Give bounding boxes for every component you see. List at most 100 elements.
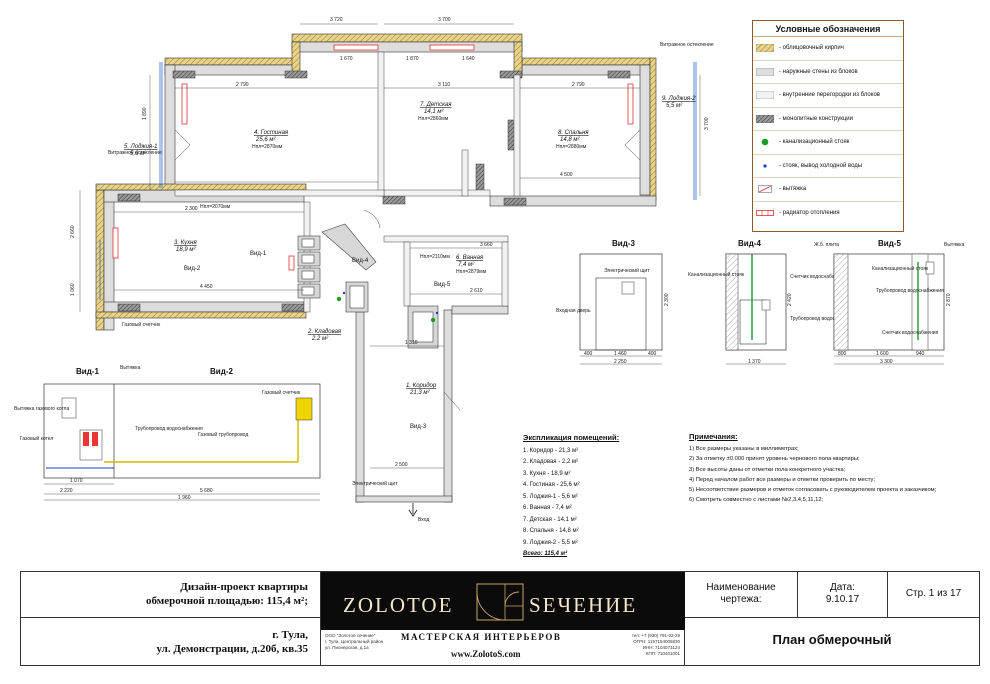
org-line: г. Тула, Центральный район — [325, 639, 384, 644]
note-row: 3) Все высоты даны от отметки пола конкр… — [689, 466, 846, 473]
v12-label-gas-meter: Газовый счетчик — [262, 389, 301, 396]
view-5-title: Вид-5 — [878, 239, 901, 248]
height-note-kitchen: Hпл=2070мм — [200, 204, 231, 210]
dim-top-5: 1 640 — [462, 56, 475, 62]
legend-label: - канализационный стояк — [779, 139, 850, 146]
v12-label-gas-pipe: Газовый трубопровод — [198, 431, 248, 438]
golden-ratio-icon — [476, 583, 524, 621]
v5-dim-2: 1 600 — [876, 351, 889, 357]
room-3-area: 18,9 м² — [176, 247, 196, 253]
v12-label-water-pipe: Трубопровод водоснабжения — [135, 426, 203, 432]
view-5-mark: Вид-5 — [434, 282, 451, 288]
explication-row: 5. Лоджия-1 - 5,6 м² — [523, 493, 578, 500]
room-7-height: Hпл=2860мм — [418, 116, 449, 122]
v12-dim-3: 5 680 — [200, 488, 213, 494]
v12-label-vent: Вытяжка — [120, 365, 141, 371]
dim-top-7: 3 110 — [438, 82, 450, 88]
sewer-riser-icon — [430, 317, 436, 323]
water-riser-icon — [435, 311, 439, 315]
room-5-name: 5. Лоджия-1 — [124, 144, 157, 150]
view-1-title: Вид-1 — [76, 367, 99, 376]
page-number: Стр. 1 из 17 — [888, 572, 979, 618]
notes-block: Примечания: 1) Все размеры указаны в мил… — [689, 432, 969, 505]
room-4-area: 25,6 м² — [255, 137, 276, 143]
legend-row: - внутренние перегородки из блоков — [753, 84, 903, 108]
org-line: ООО "Золотое сечение" — [325, 633, 376, 638]
dimension-lines — [79, 23, 701, 469]
req-line: КПП: 710401001 — [645, 651, 680, 656]
dim-top-6: 2 790 — [236, 82, 249, 88]
explication-row: 1. Коридор - 21,3 м² — [523, 447, 579, 454]
v5-dim-4: 3 300 — [880, 359, 893, 365]
v3-label-door: Входная дверь — [556, 308, 591, 314]
legend-row: - канализационный стояк — [753, 131, 903, 155]
dim-bottom-1: 2 300 — [185, 206, 198, 212]
el-board-label: Электрический щит — [352, 480, 398, 487]
brand-right: SEЧЕНИЕ — [529, 593, 638, 617]
explication-row: 9. Лоджия-2 - 5,5 м² — [523, 539, 578, 546]
v3-dim-1: 400 — [584, 351, 593, 357]
org-info: ООО "Золотое сечение" г. Тула, Центральн… — [325, 633, 383, 651]
v5-dim-3: 940 — [916, 351, 925, 357]
note-row: 6) Смотреть совместно с листами №2,3,4,5… — [689, 497, 824, 504]
note-row: 4) Перед началом работ все размеры и отм… — [689, 476, 875, 483]
room-4-name: 4. Гостиная — [254, 130, 289, 136]
v5-label-slab: Ж.б. плита — [814, 242, 839, 248]
legend-label: - наружные стены из блоков — [779, 68, 858, 75]
room-3-name: 3. Кухня — [174, 240, 197, 246]
room-8-height: Hпл=2880мм — [556, 144, 587, 150]
explication-row: 3. Кухня - 18,9 м² — [523, 470, 571, 477]
view-1-2-drawing: Вид-1 Вид-2 Вытяжка Вытяжка газового кот… — [14, 365, 321, 501]
brick-hatch-icon — [753, 44, 777, 53]
height-note: Hпл=2110мм — [420, 254, 450, 260]
dim-top-4: 1 870 — [406, 56, 419, 62]
legend-label: - монолитные конструкции — [779, 115, 854, 122]
door-swings — [174, 129, 641, 411]
dim-top-9: 4 500 — [560, 172, 573, 178]
title-block: Дизайн-проект квартиры обмерочной площад… — [20, 571, 980, 666]
dim-left-1: 2 660 — [70, 225, 76, 238]
dim-top-2: 3 700 — [438, 17, 451, 23]
req-line: ОГРН: 1157154005830 — [633, 639, 680, 644]
legend-label: - вытяжка — [779, 186, 807, 193]
view-1-mark: Вид-1 — [250, 251, 267, 257]
gas-meter-label: Газовый счетчик — [122, 321, 161, 328]
view-4-title: Вид-4 — [738, 239, 761, 248]
view-3-title: Вид-3 — [612, 239, 635, 248]
sewer-riser-icon — [336, 296, 342, 302]
explication-total: Всего: 115,4 м² — [523, 551, 568, 557]
project-cell: Дизайн-проект квартиры обмерочной площад… — [21, 572, 321, 618]
vitrage-left-label: Витражное остекление — [108, 150, 162, 156]
v3-dim-3: 400 — [648, 351, 657, 357]
green-dot-icon — [753, 138, 777, 146]
legend-title: Условные обозначения — [753, 21, 903, 37]
city-line: г. Тула, — [272, 629, 308, 641]
org-line: ул. Пионерская, д.1а — [325, 645, 369, 650]
logo-banner: ZOLOTOE SEЧЕНИЕ — [321, 572, 685, 630]
dim-bottom-2: 4 450 — [200, 284, 213, 290]
v4-label-sewer: Канализационный стояк — [688, 271, 745, 278]
room-2-area: 2,2 м² — [311, 336, 329, 342]
room-6-name: 6. Ванная — [456, 255, 484, 261]
dim-top-1: 3 720 — [330, 17, 343, 23]
notes-title: Примечания: — [689, 432, 738, 441]
v3-label-board: Электрический щит — [604, 267, 650, 274]
legend-row: - облицовочный кирпич — [753, 37, 903, 61]
view-2-title: Вид-2 — [210, 367, 233, 376]
storage-blocks — [297, 223, 439, 349]
room-8-name: 8. Спальня — [558, 130, 589, 136]
loggia-windows — [99, 62, 697, 300]
outer-wall-icon — [753, 67, 777, 76]
legend-row: - стояк, вывод холодной воды — [753, 155, 903, 178]
entry-arrow-icon — [408, 503, 418, 517]
v12-label-boiler-vent: Вытяжка газового котла — [14, 406, 69, 412]
legend-label: - стояк, вывод холодной воды — [779, 162, 863, 169]
rooms-explication: Экспликация помещений: 1. Коридор - 21,3… — [523, 432, 663, 561]
date-label: Дата: — [830, 582, 855, 593]
legend-panel: Условные обозначения - облицовочный кирп… — [752, 20, 904, 232]
v12-dim-4: 1 960 — [178, 495, 191, 501]
dim-left-4: 1 060 — [70, 283, 76, 296]
note-row: 5) Несоответствие размеров и отметок сог… — [689, 487, 937, 494]
v4-dim-2: 2 420 — [787, 293, 793, 306]
website-label: www.ZolotoS.com — [451, 649, 521, 659]
